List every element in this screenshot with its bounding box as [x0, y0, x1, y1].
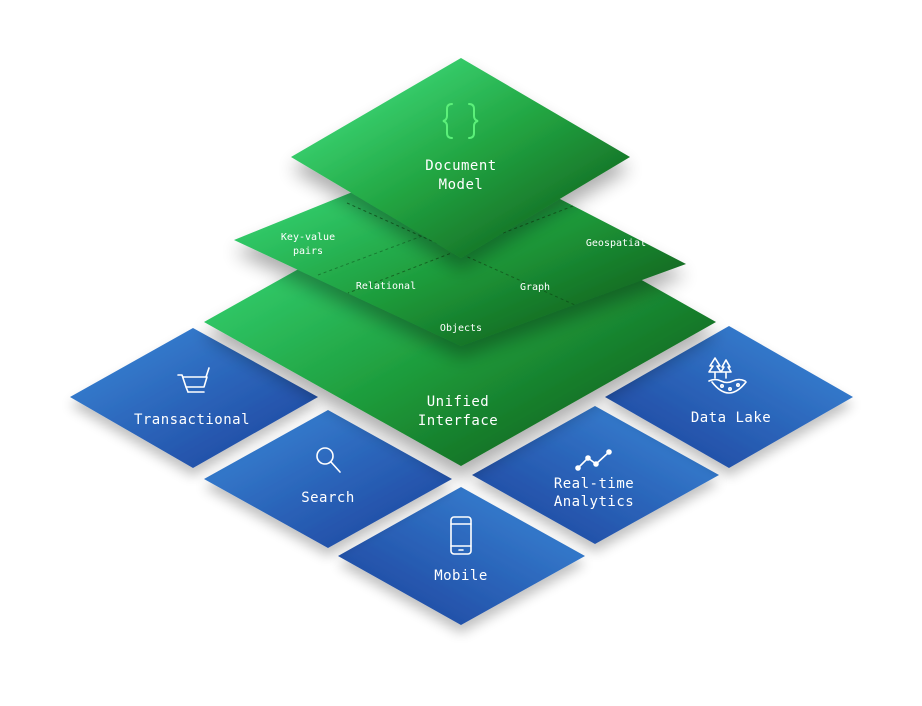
curly-braces-icon	[442, 103, 479, 139]
document-model-label-line2: Model	[439, 177, 484, 193]
unified-interface-label-line2: Interface	[418, 413, 498, 429]
graph-label: Graph	[520, 282, 550, 293]
geospatial-label: Geospatial	[586, 238, 646, 249]
data-lake-label: Data Lake	[691, 410, 771, 426]
search-label: Search	[301, 490, 355, 506]
mobile-label: Mobile	[434, 568, 488, 584]
realtime-label-line1: Real-time	[554, 476, 634, 492]
magnifier-icon	[316, 447, 341, 473]
objects-label: Objects	[440, 323, 482, 334]
tile-data-lake	[605, 326, 853, 468]
shopping-cart-icon	[177, 367, 210, 393]
key-value-label-line1: Key-value	[281, 232, 335, 243]
relational-label: Relational	[356, 281, 416, 292]
lake-trees-icon	[708, 357, 747, 394]
realtime-label-line2: Analytics	[554, 494, 634, 510]
line-chart-icon	[575, 449, 612, 471]
tile-transactional	[70, 328, 318, 468]
key-value-label-line2: pairs	[293, 246, 323, 257]
unified-interface-label-line1: Unified	[427, 394, 490, 410]
layer-document-model	[291, 58, 630, 258]
tile-mobile	[338, 487, 585, 625]
tile-realtime-analytics	[472, 406, 719, 544]
document-model-label-line1: Document	[425, 158, 496, 174]
tile-search	[204, 410, 452, 548]
smartphone-icon	[450, 516, 472, 555]
transactional-label: Transactional	[134, 412, 250, 428]
